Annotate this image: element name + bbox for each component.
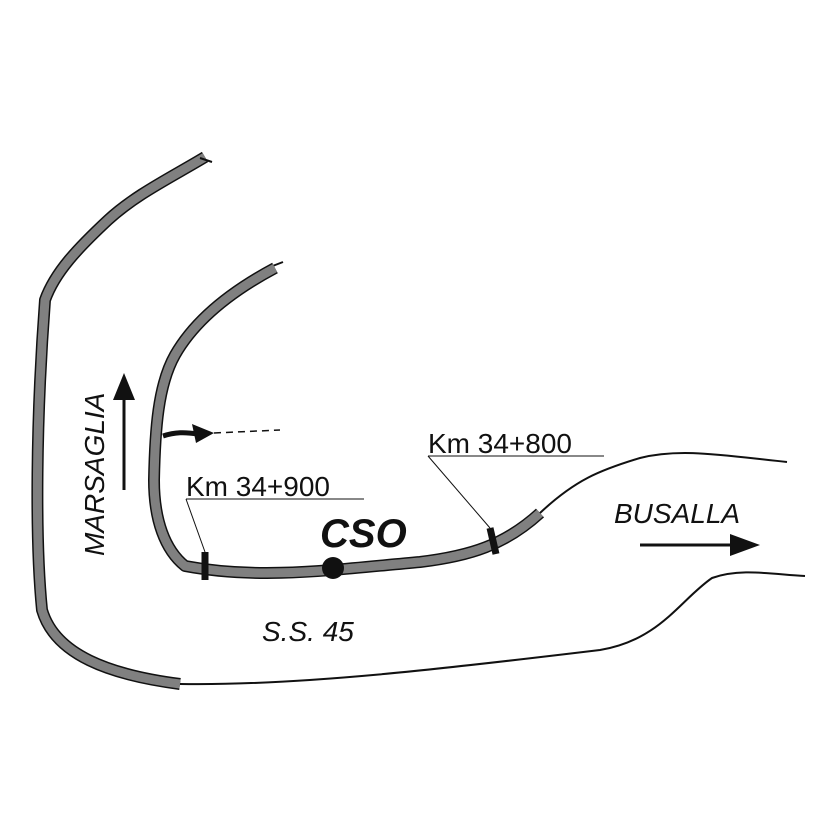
bent-arrow-stem: [162, 430, 199, 439]
km-34-800-label: Km 34+800: [428, 428, 572, 459]
km-34-900-label: Km 34+900: [186, 471, 330, 502]
cso-label: CSO: [320, 512, 407, 556]
dashed-line: [213, 429, 281, 434]
outer-road-tip: [199, 157, 213, 163]
busalla-arrow-head: [730, 534, 760, 556]
km-34-900-leader: [185, 498, 206, 553]
km-34-800-marker: [486, 527, 500, 555]
km-34-800-leader: [427, 455, 491, 529]
marsaglia-label: MARSAGLIA: [79, 393, 110, 556]
inner-road: [148, 262, 545, 579]
ss45-label: S.S. 45: [262, 616, 354, 647]
cso-point: [322, 557, 344, 579]
outer-road: [31, 151, 209, 690]
marsaglia-arrow-head: [113, 373, 135, 400]
busalla-label: BUSALLA: [614, 498, 740, 529]
bent-arrow-head: [192, 424, 214, 443]
outer-road-continuation: [179, 571, 806, 686]
inner-road-continuation: [539, 452, 788, 514]
